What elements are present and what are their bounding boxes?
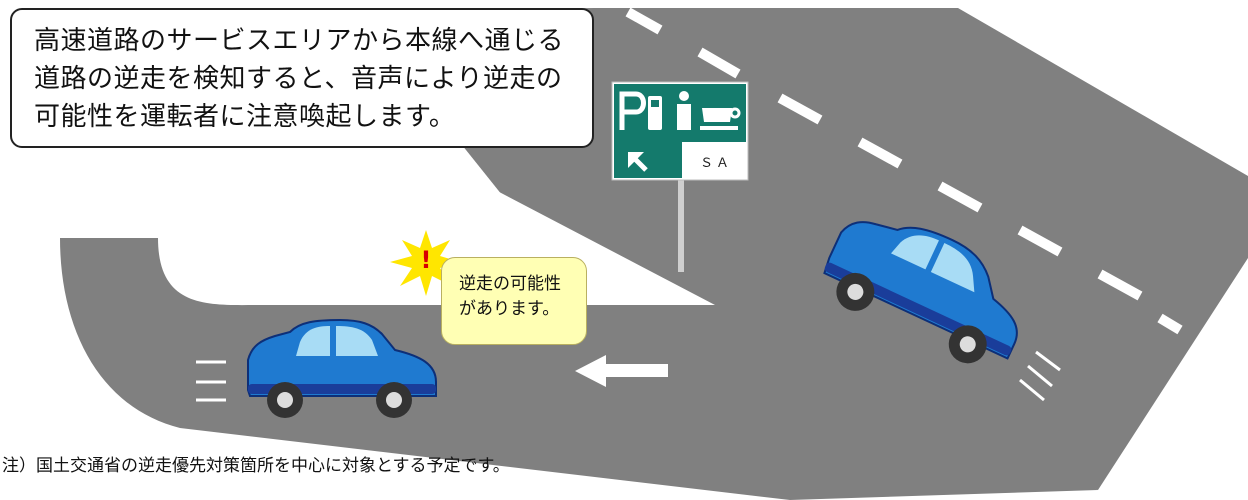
warning-line-2: があります。 [459, 299, 560, 319]
motion-lines-left [196, 360, 226, 402]
callout-line-2: 道路の逆走を検知すると、音声により逆走の [34, 64, 563, 94]
direction-arrow [575, 355, 668, 387]
parking-icon [619, 91, 646, 130]
footnote: 注）国土交通省の逆走優先対策箇所を中心に対象とする予定です。 [2, 456, 510, 476]
callout-line-3: 可能性を運転者に注意喚起します。 [34, 102, 456, 132]
arrow-up-left-icon [628, 152, 648, 172]
sign-sa-label: ＳＡ [699, 156, 732, 171]
cafe-icon [700, 107, 741, 130]
warning-line-1: 逆走の可能性 [459, 274, 561, 294]
information-icon [677, 91, 691, 130]
sa-sign [611, 81, 749, 181]
sign-pole [678, 178, 684, 272]
warning-bubble: 逆走の可能性 があります。 [441, 257, 587, 345]
alert-mark: ! [420, 246, 432, 274]
callout-line-1: 高速道路のサービスエリアから本線へ通じる [34, 26, 565, 56]
description-callout: 高速道路のサービスエリアから本線へ通じる 道路の逆走を検知すると、音声により逆走… [10, 8, 594, 148]
car-right [823, 221, 1018, 364]
car-left [247, 318, 437, 418]
lane-dashes [625, 7, 1183, 335]
fuel-pump-icon [648, 96, 662, 130]
motion-lines-right [1019, 350, 1061, 402]
